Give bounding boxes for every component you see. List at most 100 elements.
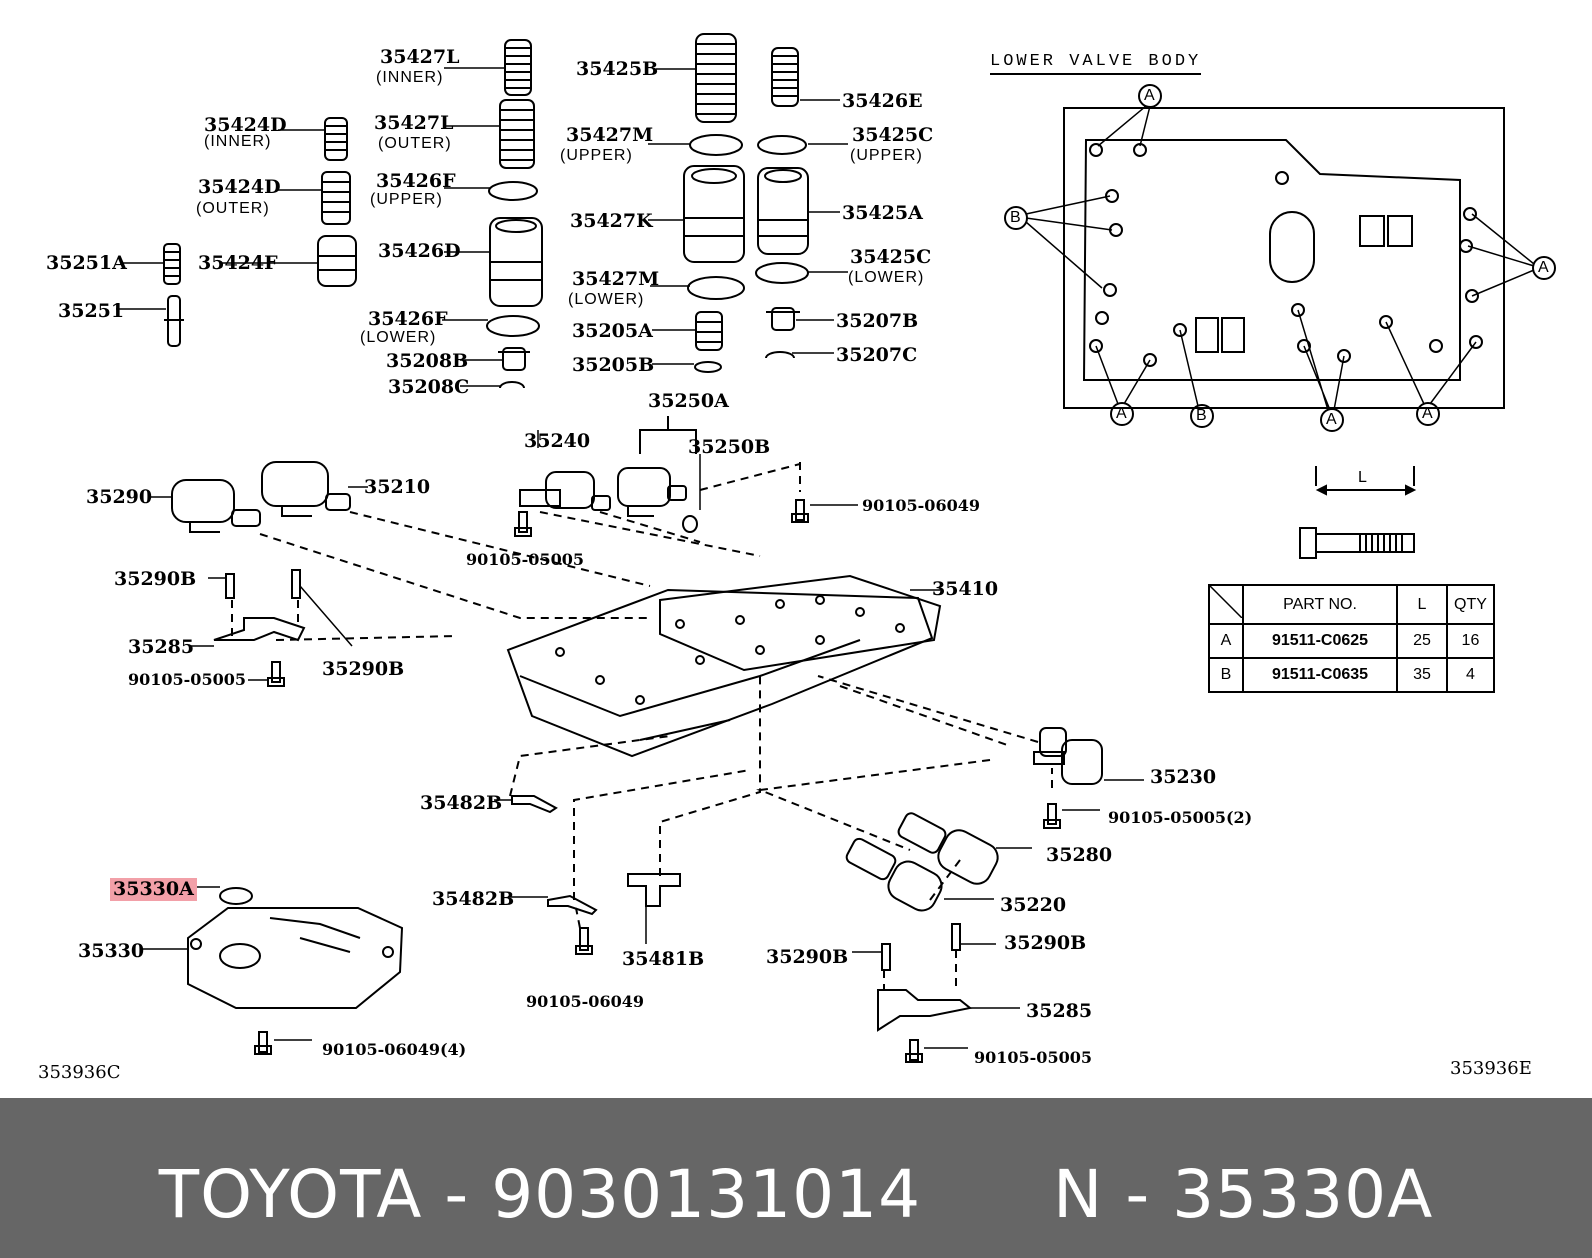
oring-35330A — [219, 887, 253, 905]
label-35280: 35280 — [1046, 844, 1113, 866]
label-35426D: 35426D — [378, 240, 461, 262]
label-90105-06049-top: 90105-06049 — [862, 496, 980, 515]
bolt-90105-05005-top — [514, 511, 532, 537]
label-35425A: 35425A — [842, 202, 923, 224]
bolt-90105-05005-left — [267, 661, 285, 687]
sublabel-35425C-upper: (UPPER) — [850, 147, 923, 164]
spring-35424D-outer — [321, 171, 351, 225]
oring-35427M-upper — [689, 134, 743, 156]
label-35426F-lower: 35426F — [368, 308, 448, 330]
label-35426F-upper: 35426F — [376, 170, 456, 192]
label-35210: 35210 — [364, 476, 431, 498]
pin-35290B-3 — [881, 943, 891, 971]
bracket-35250A — [639, 416, 697, 454]
table-row: B 91511-C0635 35 4 — [1208, 657, 1495, 693]
figure-code-right: 353936E — [1450, 1058, 1532, 1079]
leader-lines — [116, 67, 1144, 1049]
table-header-row: PART NO. L QTY — [1208, 584, 1495, 625]
solenoid-35290 — [171, 479, 261, 533]
callout-B-bottom: B — [1196, 407, 1207, 424]
label-35427L-inner: 35427L — [380, 46, 460, 68]
solenoid-35230 — [1033, 727, 1103, 785]
bolt-90105-05005-right — [1043, 803, 1061, 829]
label-35250A: 35250A — [648, 390, 729, 412]
header-qty: QTY — [1446, 584, 1495, 625]
callout-A-top: A — [1144, 87, 1155, 104]
label-35205B: 35205B — [572, 354, 655, 376]
label-35250B: 35250B — [688, 436, 771, 458]
label-35290: 35290 — [86, 486, 153, 508]
spring-35424D-inner — [324, 117, 348, 161]
guide-lines — [231, 462, 1053, 990]
sleeve-35426D — [489, 217, 543, 307]
label-35285-2: 35285 — [1026, 1000, 1093, 1022]
label-90105-05005-left: 90105-05005 — [128, 670, 246, 689]
solenoid-35280 — [897, 812, 999, 885]
spring-35425B — [695, 33, 737, 123]
label-35330: 35330 — [78, 940, 145, 962]
valve-body-35410 — [506, 574, 942, 758]
bolt-90105-06049-top — [791, 499, 809, 523]
oring-35425C-upper — [757, 135, 807, 155]
row-key: B — [1208, 657, 1244, 693]
label-35424D-inner: 35424D — [204, 114, 287, 136]
label-35427L-outer: 35427L — [374, 112, 454, 134]
label-35207C: 35207C — [836, 344, 918, 366]
label-35290B-2: 35290B — [322, 658, 405, 680]
solenoid-35240 — [519, 471, 611, 511]
table-row: A 91511-C0625 25 16 — [1208, 623, 1495, 659]
pin-35290B-4 — [951, 923, 961, 951]
sublabel-35426F-upper: (UPPER) — [370, 191, 443, 208]
row-qty: 4 — [1446, 657, 1495, 693]
clip-35208C — [499, 381, 525, 389]
parts-diagram: LOWER VALVE BODY 35427L (INNER) 35427L (… — [38, 33, 1556, 1082]
label-35290B-4: 35290B — [1004, 932, 1087, 954]
label-90105-05005-2: 90105-05005(2) — [1108, 808, 1253, 827]
plug-35208B — [498, 347, 530, 371]
solenoid-35210 — [261, 461, 351, 517]
pin-35290B-2 — [291, 569, 301, 599]
spring-35427L-outer — [499, 99, 535, 169]
sublabel-35427M-upper: (UPPER) — [560, 147, 633, 164]
label-35285-1: 35285 — [128, 636, 195, 658]
oil-strainer-35330 — [187, 907, 404, 1009]
header-part-no: PART NO. — [1242, 584, 1398, 625]
row-key: A — [1208, 623, 1244, 659]
label-35208C: 35208C — [388, 376, 470, 398]
spring-35427L-inner — [504, 39, 532, 96]
sublabel-35427M-lower: (LOWER) — [568, 291, 645, 308]
label-35205A: 35205A — [572, 320, 653, 342]
label-35330A: 35330A — [110, 878, 197, 901]
label-35208B: 35208B — [386, 350, 469, 372]
clip-35205B — [694, 361, 722, 373]
pin-35290B-1 — [225, 573, 235, 599]
label-35427M-upper: 35427M — [566, 124, 654, 146]
oring-35250B — [682, 515, 698, 533]
label-35427K: 35427K — [570, 210, 653, 232]
label-35251A: 35251A — [46, 252, 127, 274]
plug-35207B — [766, 307, 800, 331]
bolt-90105-05005-bottom — [905, 1039, 923, 1063]
header-l: L — [1396, 584, 1448, 625]
footer-part-title: TOYOTA - 9030131014 N - 35330A — [158, 1156, 1434, 1233]
bolt-dimension — [1299, 466, 1417, 559]
plate-35285-1 — [213, 617, 306, 642]
bolt-90105-06049-mid — [575, 927, 593, 955]
label-35424D-outer: 35424D — [198, 176, 281, 198]
diagram-drawing — [116, 33, 1556, 1063]
label-35482B-2: 35482B — [432, 888, 515, 910]
callout-A-bottom-2: A — [1326, 411, 1337, 428]
valve-35251 — [164, 295, 184, 347]
solenoid-35250A — [617, 467, 687, 517]
dimension-L-label: L — [1358, 469, 1367, 486]
label-35230: 35230 — [1150, 766, 1217, 788]
sublabel-35427L-outer: (OUTER) — [378, 135, 452, 152]
sublabel-35427L-inner: (INNER) — [376, 69, 444, 86]
oring-35426F-upper — [488, 181, 538, 201]
label-90105-05005-top: 90105-05005 — [466, 550, 584, 569]
label-35427M-lower: 35427M — [572, 268, 660, 290]
sublabel-35426F-lower: (LOWER) — [360, 329, 437, 346]
row-l: 35 — [1396, 657, 1448, 693]
plate-35482B-2 — [547, 894, 598, 916]
label-90105-06049-mid: 90105-06049 — [526, 992, 644, 1011]
